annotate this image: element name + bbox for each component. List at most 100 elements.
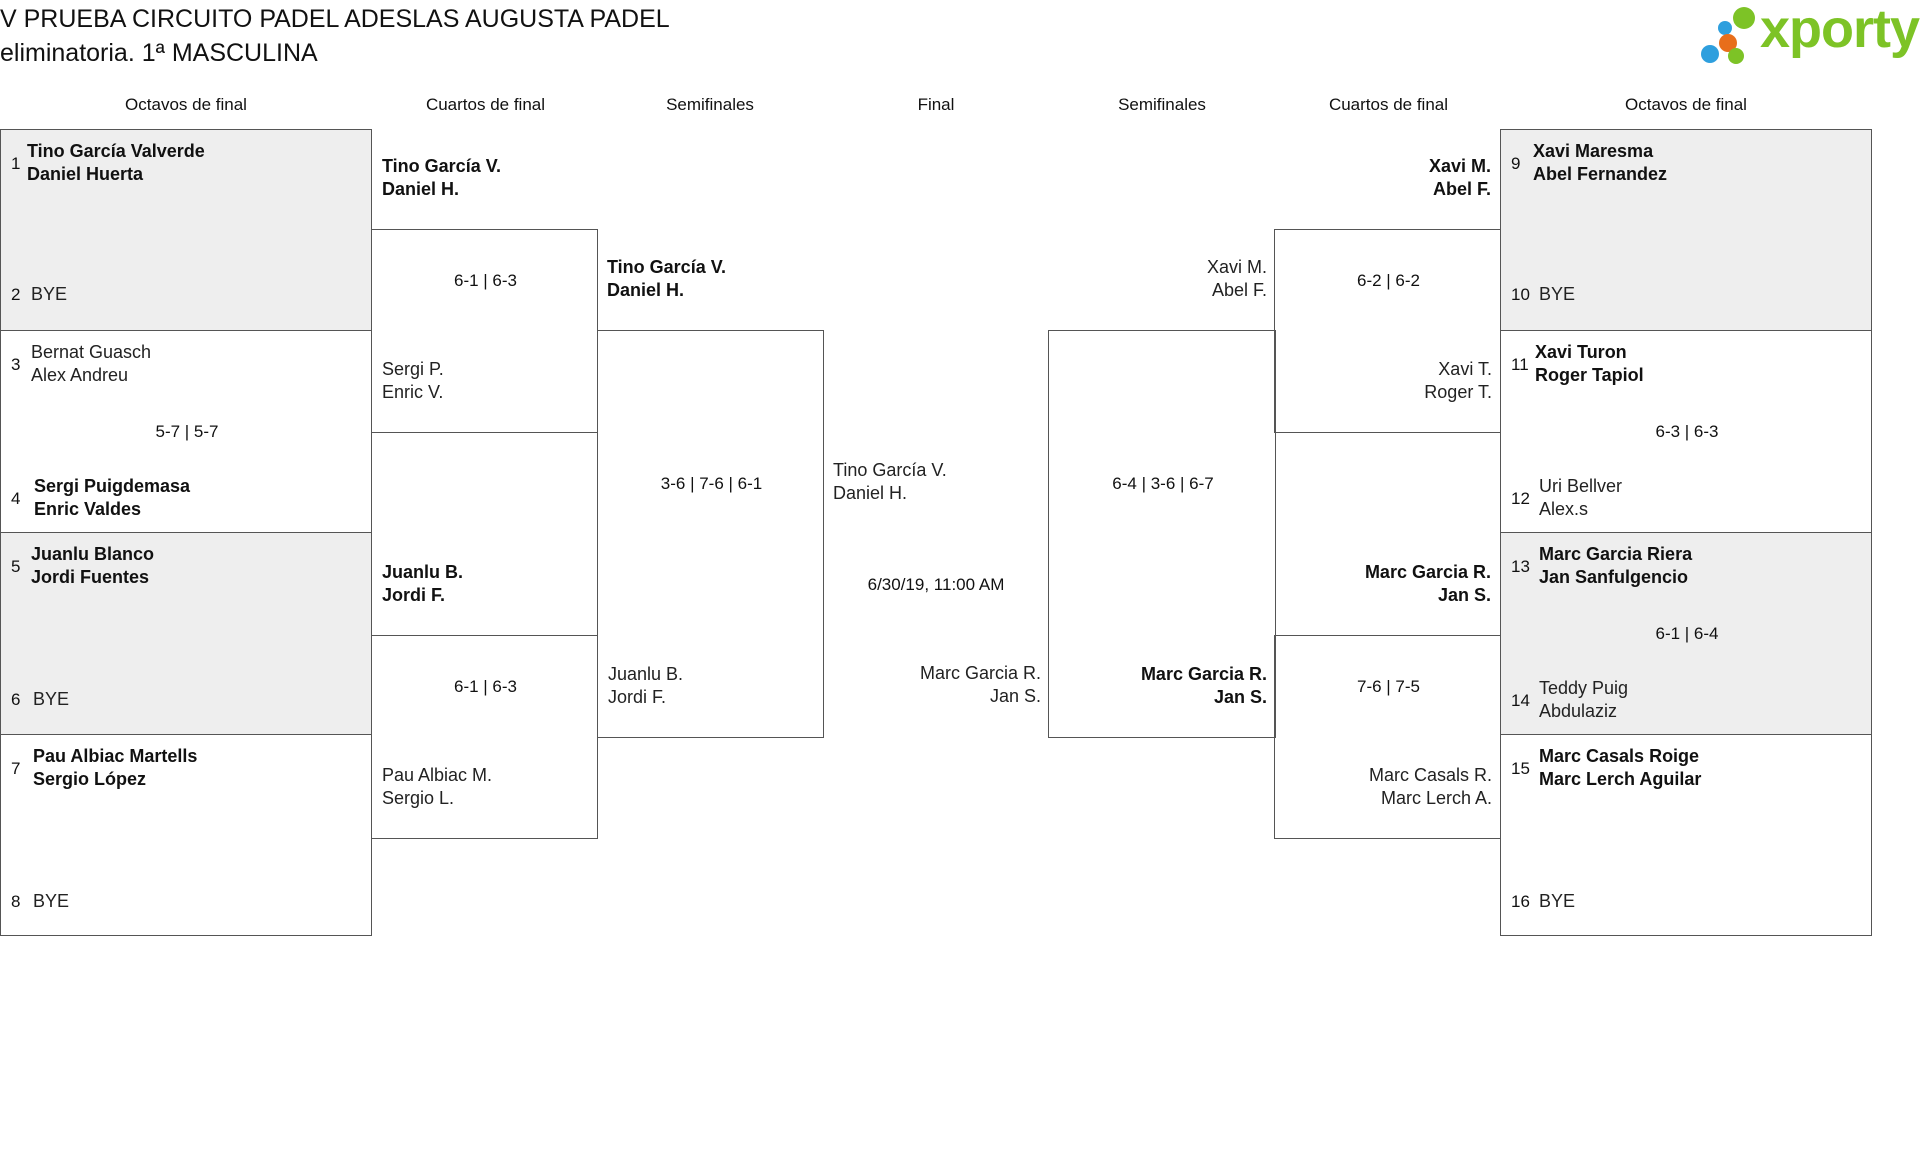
player-name: Marc Garcia R. xyxy=(919,663,1041,683)
match-score: 6-1 | 6-4 xyxy=(1655,624,1719,643)
player-name: Abel F. xyxy=(1432,179,1491,199)
qf-right-2-team-a[interactable]: Marc Garcia R. Jan S. xyxy=(1275,561,1491,607)
seed-number: 6 xyxy=(11,690,21,709)
player-name: Uri Bellver xyxy=(1539,476,1623,496)
team-14[interactable]: Teddy Puig Abdulaziz xyxy=(1539,677,1628,723)
seed-number: 9 xyxy=(1511,154,1521,173)
round-header-left-r16: Octavos de final xyxy=(125,95,247,114)
match-box-sf-right[interactable]: 6-4 | 3-6 | 6-7 Marc Garcia R. Jan S. xyxy=(1048,330,1276,738)
player-name: Marc Garcia R. xyxy=(1364,562,1491,582)
team-1[interactable]: Tino García Valverde Daniel Huerta xyxy=(27,140,205,186)
match-box-r16-left-2[interactable]: 3 Bernat Guasch Alex Andreu 5-7 | 5-7 4 … xyxy=(0,330,372,533)
match-score: 7-6 | 7-5 xyxy=(1356,677,1420,696)
player-name: Alex Andreu xyxy=(31,365,129,385)
tournament-name: V PRUEBA CIRCUITO PADEL ADESLAS AUGUSTA … xyxy=(0,5,670,33)
match-box-r16-left-4[interactable]: 7 Pau Albiac Martells Sergio López 8 BYE xyxy=(0,734,372,936)
match-box-r16-left-3[interactable]: 5 Juanlu Blanco Jordi Fuentes 6 BYE xyxy=(0,532,372,735)
team-7[interactable]: Pau Albiac Martells Sergio López xyxy=(33,745,197,791)
sf-right-team-b[interactable]: Marc Garcia R. Jan S. xyxy=(1049,663,1267,709)
player-name: Juanlu Blanco xyxy=(31,544,155,564)
round-header-right-sf: Semifinales xyxy=(1118,95,1206,114)
player-name: Xavi M. xyxy=(1428,156,1491,176)
player-name: Enric V. xyxy=(382,382,444,402)
player-name: Enric Valdes xyxy=(34,499,142,519)
match-box-qf-left-1[interactable]: 6-1 | 6-3 Sergi P. Enric V. xyxy=(371,229,598,433)
player-name: Daniel H. xyxy=(607,280,685,300)
match-box-r16-right-3[interactable]: 13 Marc Garcia Riera Jan Sanfulgencio 6-… xyxy=(1500,532,1872,735)
player-name: Jordi F. xyxy=(608,687,667,707)
seed-number: 7 xyxy=(11,759,21,778)
player-name: BYE xyxy=(33,891,70,911)
match-box-qf-right-2[interactable]: 7-6 | 7-5 Marc Casals R. Marc Lerch A. xyxy=(1274,635,1501,839)
player-name: Juanlu B. xyxy=(382,562,464,582)
match-box-r16-right-2[interactable]: 11 Xavi Turon Roger Tapiol 6-3 | 6-3 12 … xyxy=(1500,330,1872,533)
player-name: BYE xyxy=(1539,891,1576,911)
qf-left-2-team-b[interactable]: Pau Albiac M. Sergio L. xyxy=(382,764,492,810)
player-name: Jan S. xyxy=(989,686,1041,706)
sf-left-team-a[interactable]: Tino García V. Daniel H. xyxy=(607,256,726,302)
final-team-b[interactable]: Marc Garcia R. Jan S. xyxy=(823,662,1041,708)
team-bye: BYE xyxy=(1539,283,1575,306)
team-15[interactable]: Marc Casals Roige Marc Lerch Aguilar xyxy=(1539,745,1701,791)
team-bye: BYE xyxy=(31,283,67,306)
player-name: Jordi Fuentes xyxy=(31,567,150,587)
qf-right-1-team-a[interactable]: Xavi M. Abel F. xyxy=(1275,155,1491,201)
player-name: Abel Fernandez xyxy=(1533,164,1668,184)
player-name: Pau Albiac M. xyxy=(382,765,493,785)
team-9[interactable]: Xavi Maresma Abel Fernandez xyxy=(1533,140,1667,186)
team-5[interactable]: Juanlu Blanco Jordi Fuentes xyxy=(31,543,154,589)
player-name: Sergio López xyxy=(33,769,147,789)
team-3[interactable]: Bernat Guasch Alex Andreu xyxy=(31,341,151,387)
player-name: Alex.s xyxy=(1539,499,1589,519)
seed-number: 13 xyxy=(1511,557,1530,576)
player-name: Tino García Valverde xyxy=(27,141,205,161)
player-name: BYE xyxy=(33,689,70,709)
player-name: Jan Sanfulgencio xyxy=(1539,567,1689,587)
seed-number: 16 xyxy=(1511,892,1530,911)
team-13[interactable]: Marc Garcia Riera Jan Sanfulgencio xyxy=(1539,543,1692,589)
match-score: 6-1 | 6-3 xyxy=(453,677,517,696)
player-name: Teddy Puig xyxy=(1539,678,1629,698)
match-box-r16-right-1[interactable]: 9 Xavi Maresma Abel Fernandez 10 BYE xyxy=(1500,129,1872,331)
page-title: V PRUEBA CIRCUITO PADEL ADESLAS AUGUSTA … xyxy=(0,2,670,70)
player-name: Daniel H. xyxy=(382,179,460,199)
qf-right-1-team-b[interactable]: Xavi T. Roger T. xyxy=(1275,358,1492,404)
team-bye: BYE xyxy=(1539,890,1575,913)
player-name: Tino García V. xyxy=(833,460,947,480)
match-score: 6-4 | 3-6 | 6-7 xyxy=(1112,474,1214,493)
match-box-r16-right-4[interactable]: 15 Marc Casals Roige Marc Lerch Aguilar … xyxy=(1500,734,1872,936)
qf-left-1-team-b[interactable]: Sergi P. Enric V. xyxy=(382,358,444,404)
sf-left-team-b[interactable]: Juanlu B. Jordi F. xyxy=(608,663,683,709)
final-team-a[interactable]: Tino García V. Daniel H. xyxy=(833,459,947,505)
match-box-r16-left-1[interactable]: 1 Tino García Valverde Daniel Huerta 2 B… xyxy=(0,129,372,331)
player-name: Xavi M. xyxy=(1206,257,1267,277)
match-box-qf-left-2[interactable]: 6-1 | 6-3 Pau Albiac M. Sergio L. xyxy=(371,635,598,839)
xporty-logo[interactable]: xporty xyxy=(1698,0,1920,74)
match-box-qf-right-1[interactable]: 6-2 | 6-2 Xavi T. Roger T. xyxy=(1274,229,1501,433)
qf-right-2-team-b[interactable]: Marc Casals R. Marc Lerch A. xyxy=(1275,764,1492,810)
player-name: Marc Garcia R. xyxy=(1140,664,1267,684)
seed-number: 11 xyxy=(1511,355,1529,374)
round-header-left-qf: Cuartos de final xyxy=(425,95,546,114)
seed-number: 3 xyxy=(11,355,21,374)
sf-right-team-a[interactable]: Xavi M. Abel F. xyxy=(1049,256,1267,302)
player-name: Marc Garcia Riera xyxy=(1539,544,1693,564)
logo-dots-icon xyxy=(1701,7,1755,64)
match-box-sf-left[interactable]: 3-6 | 7-6 | 6-1 Juanlu B. Jordi F. xyxy=(597,330,824,738)
seed-number: 12 xyxy=(1511,489,1530,508)
team-12[interactable]: Uri Bellver Alex.s xyxy=(1539,475,1622,521)
seed-number: 4 xyxy=(11,489,21,508)
qf-left-1-team-a[interactable]: Tino García V. Daniel H. xyxy=(382,155,501,201)
player-name: Xavi Maresma xyxy=(1533,141,1654,161)
team-bye: BYE xyxy=(33,890,69,913)
player-name: Pau Albiac Martells xyxy=(33,746,198,766)
player-name: Tino García V. xyxy=(382,156,502,176)
player-name: Juanlu B. xyxy=(608,664,684,684)
final-datetime: 6/30/19, 11:00 AM xyxy=(867,575,1005,594)
player-name: Daniel Huerta xyxy=(27,164,144,184)
match-score: 6-3 | 6-3 xyxy=(1655,422,1719,441)
team-4[interactable]: Sergi Puigdemasa Enric Valdes xyxy=(34,475,190,521)
qf-left-2-team-a[interactable]: Juanlu B. Jordi F. xyxy=(382,561,463,607)
team-11[interactable]: Xavi Turon Roger Tapiol xyxy=(1535,341,1644,387)
match-score: 6-1 | 6-3 xyxy=(453,271,517,290)
